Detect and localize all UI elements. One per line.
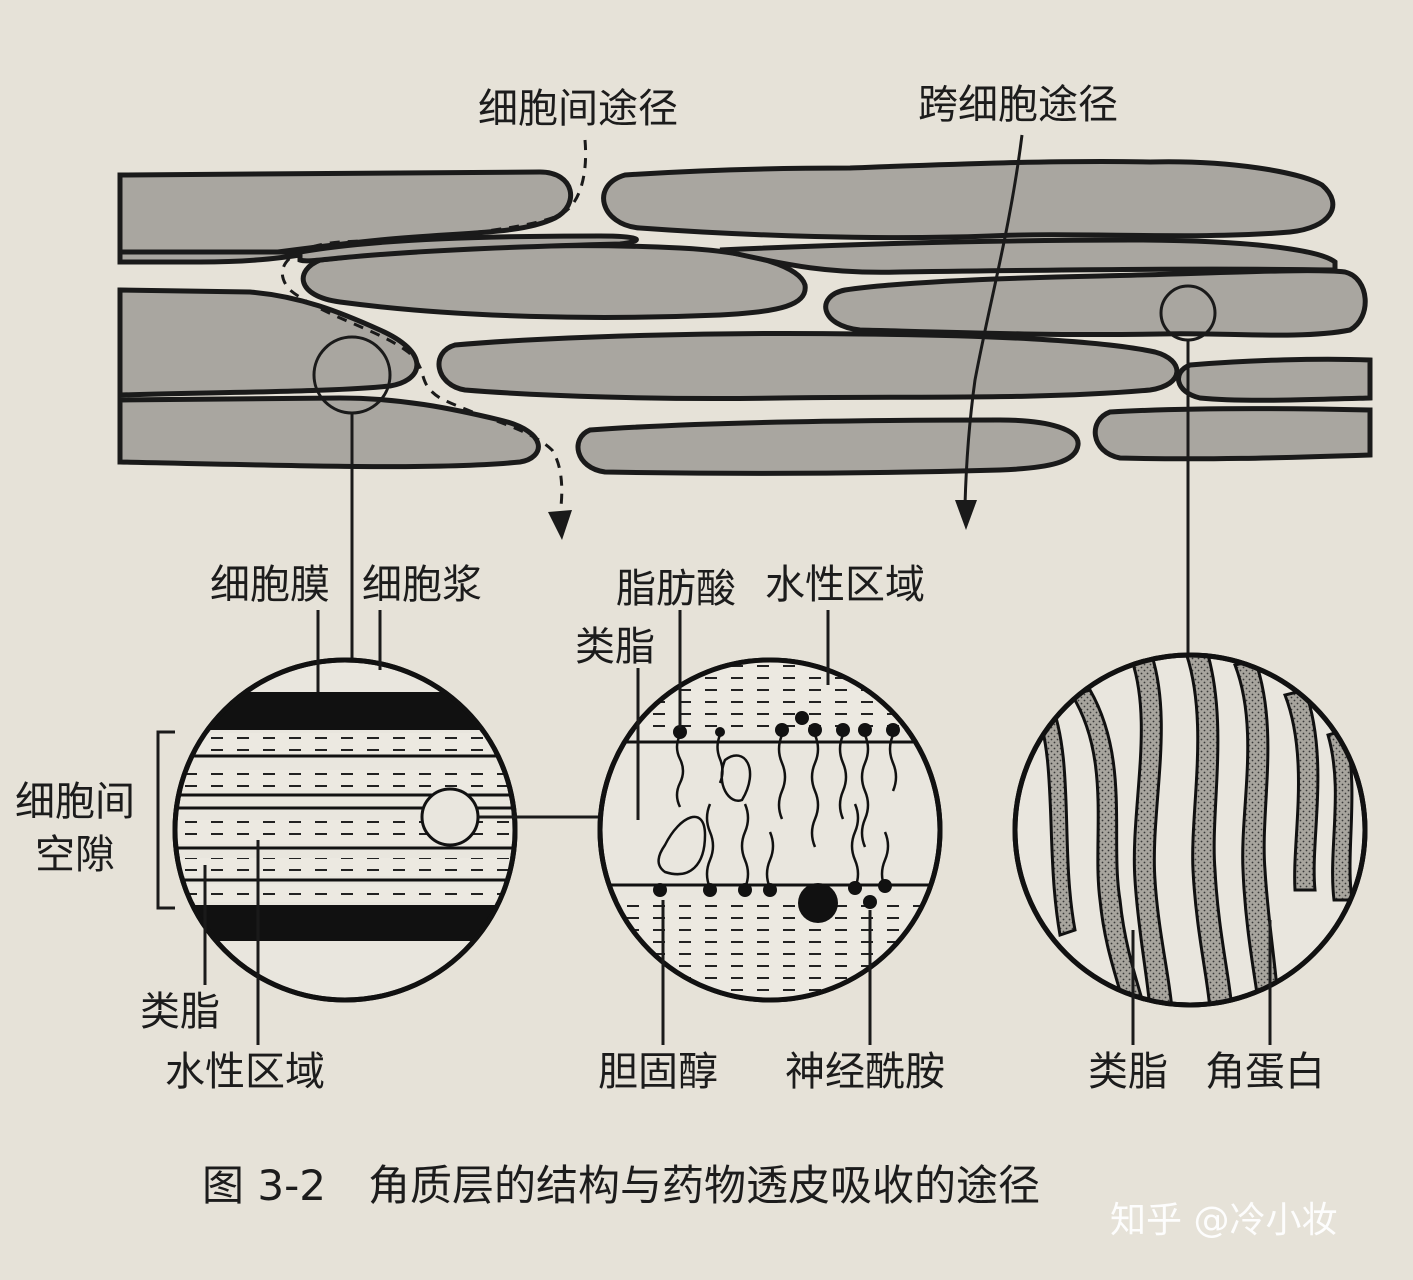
corneocyte (297, 233, 639, 264)
label-intercellular-space-1: 细胞间 (15, 779, 135, 825)
corneocyte (719, 237, 1338, 275)
label-aqueous-middle: 水性区域 (765, 562, 925, 608)
label-intercellular-space-2: 空隙 (35, 832, 115, 878)
label-fatty-acid: 脂肪酸 (616, 566, 736, 612)
label-lipid-right: 类脂 (1088, 1049, 1168, 1095)
corneocyte-layers (117, 159, 1373, 476)
label-aqueous-left: 水性区域 (165, 1049, 325, 1095)
corneocyte (575, 417, 1081, 476)
label-keratin: 角蛋白 (1205, 1049, 1325, 1095)
corneocyte (1176, 356, 1373, 403)
label-cell-membrane: 细胞膜 (210, 562, 330, 608)
corneocyte (601, 159, 1336, 241)
label-cholesterol: 胆固醇 (598, 1049, 718, 1095)
figure-caption: 图 3-2 角质层的结构与药物透皮吸收的途径 (202, 1161, 1040, 1210)
watermark: 知乎 @冷小妆 (1110, 1200, 1337, 1241)
transcellular-arrowhead (955, 500, 977, 530)
label-cytoplasm: 细胞浆 (362, 562, 482, 608)
label-transcellular-path: 跨细胞途径 (918, 82, 1118, 128)
label-lipid-middle: 类脂 (575, 624, 655, 670)
label-lipid-left: 类脂 (140, 989, 220, 1035)
right-magnified-circle (1012, 652, 1368, 1045)
corneocyte (117, 287, 420, 398)
corneocyte (117, 395, 541, 470)
left-magnified-circle (156, 610, 600, 1045)
label-ceramide: 神经酰胺 (785, 1049, 945, 1095)
middle-magnified-circle (597, 610, 943, 1045)
transcellular-path-arrow (963, 134, 1024, 506)
zoom-circle-inner (420, 787, 480, 847)
corneocyte (1092, 406, 1373, 462)
intercellular-arrowhead (548, 510, 572, 540)
corneocyte (436, 331, 1180, 402)
corneocyte (823, 268, 1368, 338)
corneocyte (117, 249, 303, 265)
label-intercellular-path: 细胞间途径 (478, 86, 678, 132)
